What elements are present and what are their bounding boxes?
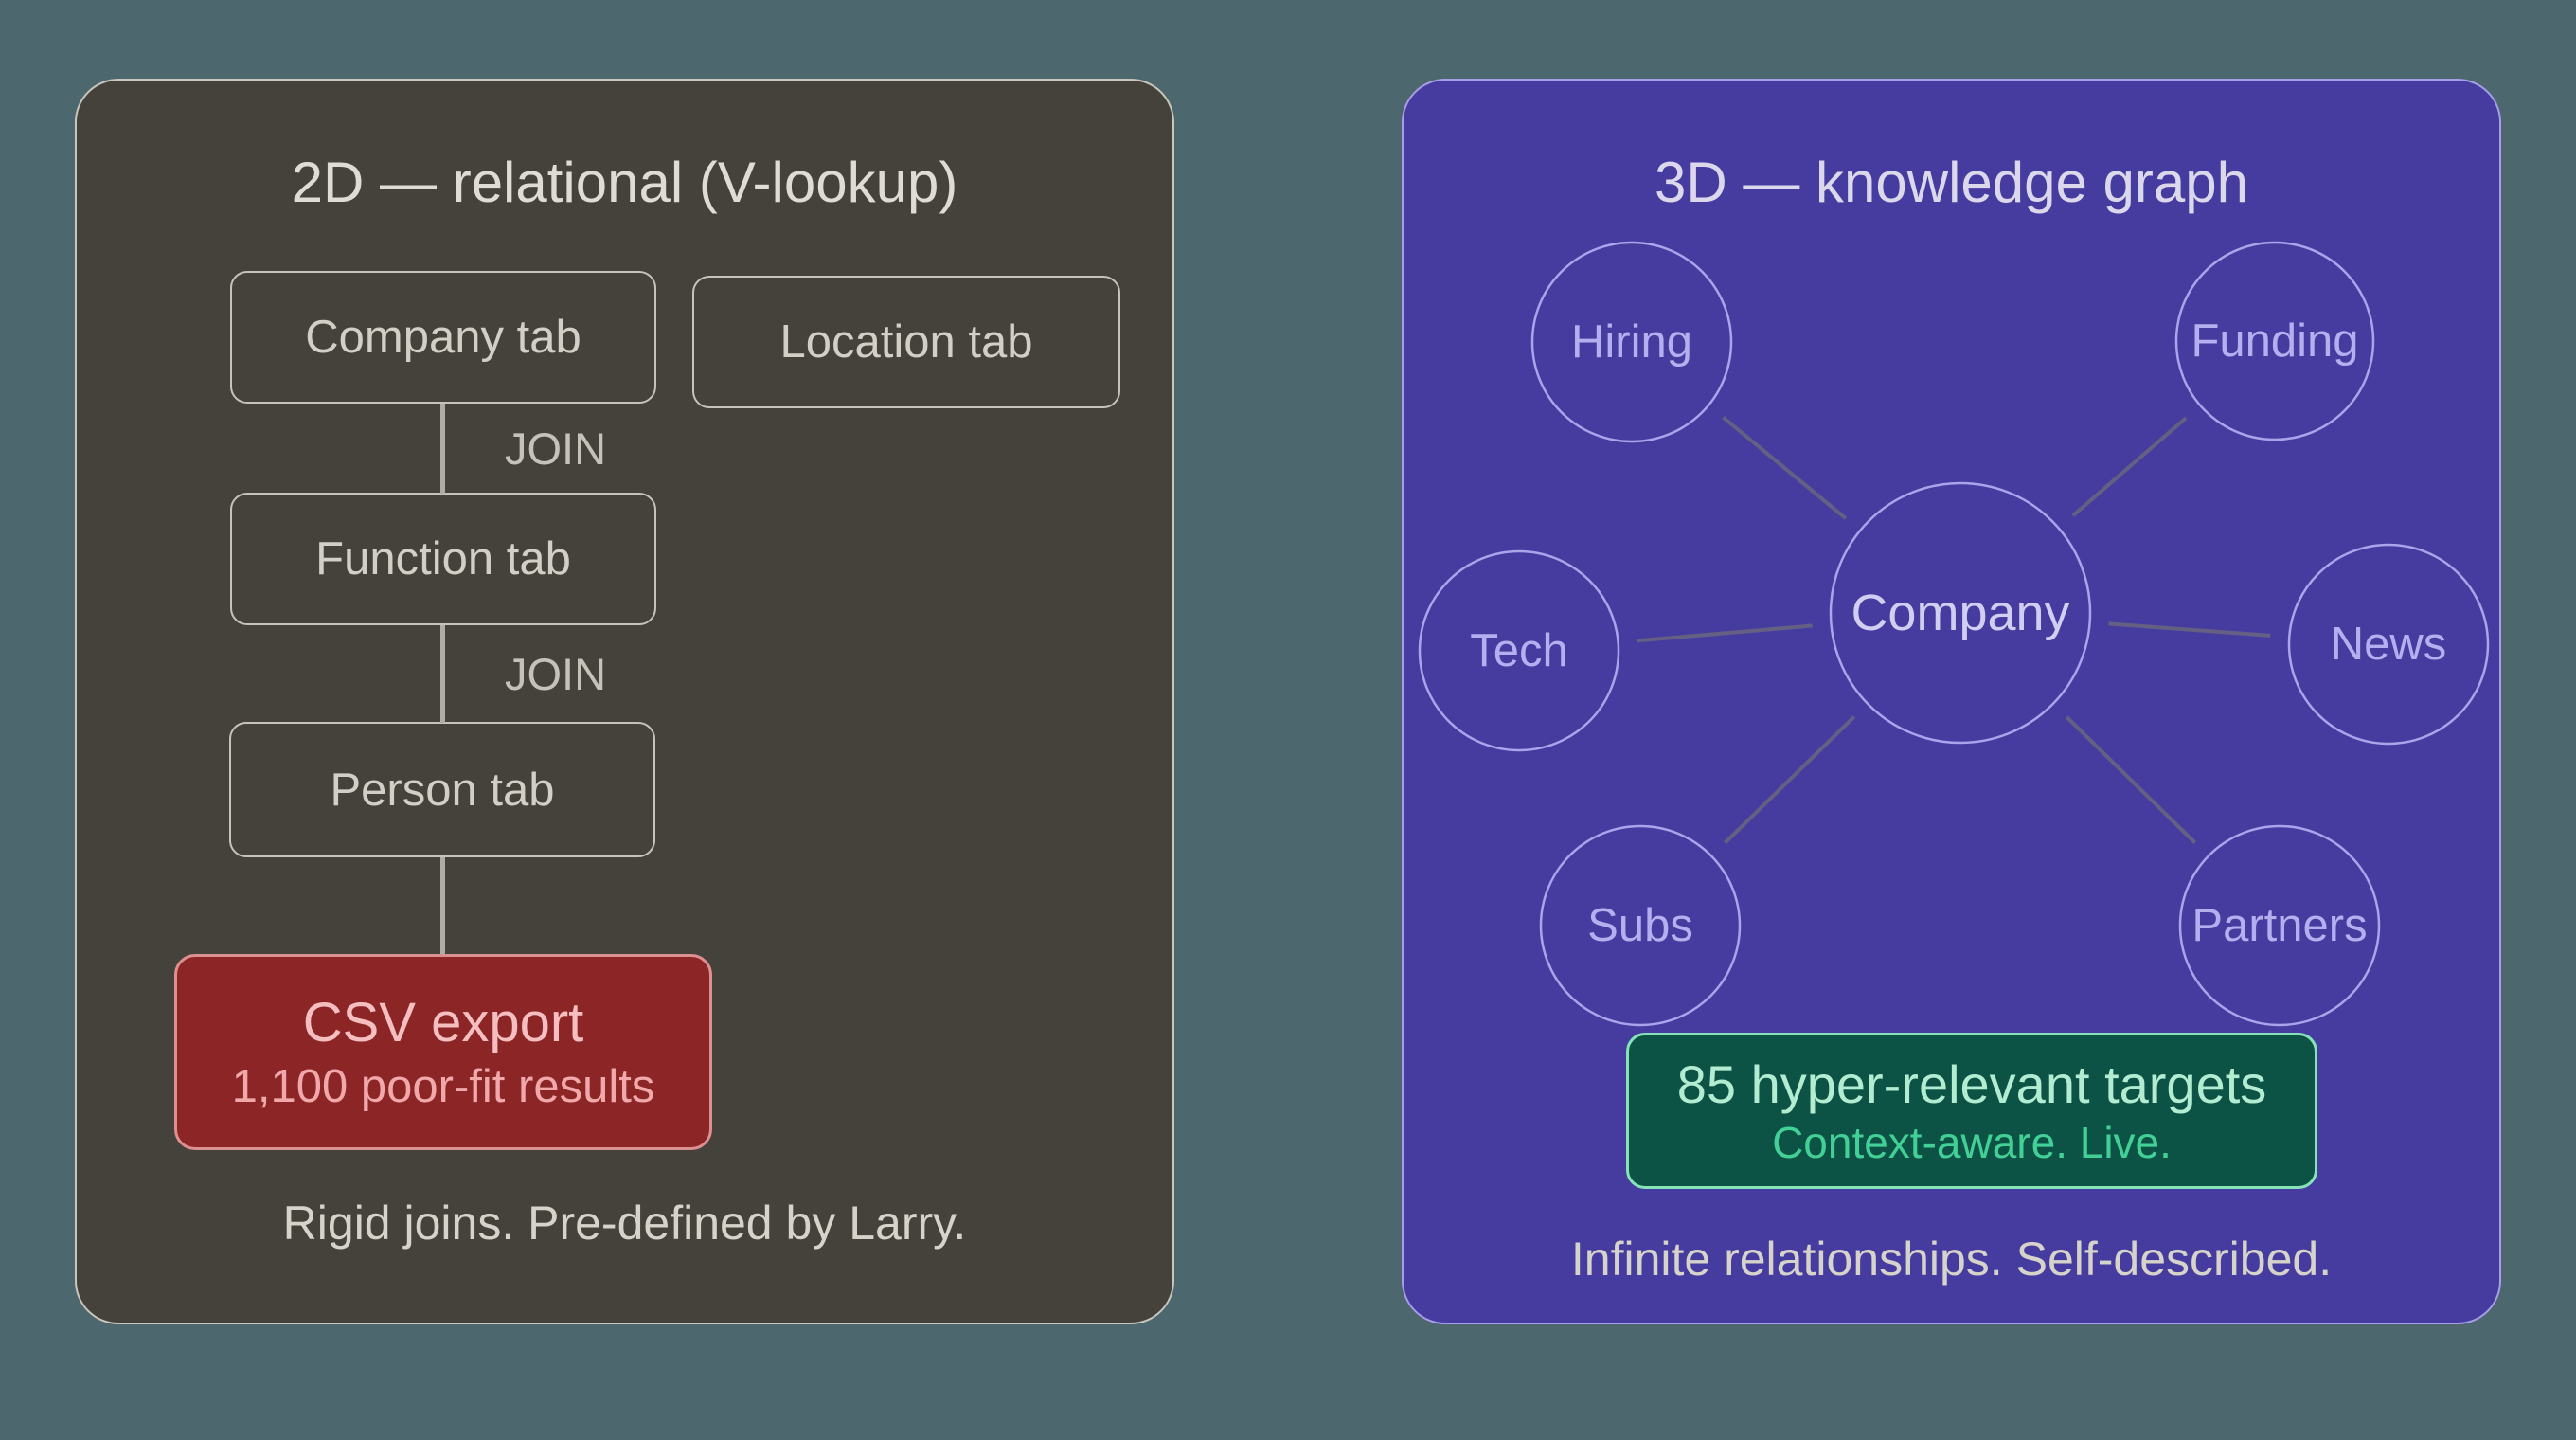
csv-export-box: CSV export 1,100 poor-fit results (174, 954, 712, 1150)
join-label: JOIN (505, 649, 607, 699)
function-tab-label: Function tab (315, 533, 571, 585)
csv-export-subtitle: 1,100 poor-fit results (231, 1060, 655, 1112)
graph-node-subs (1539, 824, 1742, 1027)
graph-node-label-partners: Partners (2191, 900, 2367, 951)
targets-result-title: 85 hyper-relevant targets (1676, 1053, 2267, 1114)
person-tab-box: Person tab (229, 722, 655, 857)
graph-edge-tech-company (1637, 623, 1813, 643)
graph-edge-subs-company (1724, 715, 1856, 845)
knowledge-graph-panel-caption: Infinite relationships. Self-described. (1570, 1233, 2333, 1286)
targets-result-box: 85 hyper-relevant targets Context-aware.… (1626, 1033, 2317, 1189)
join-label: JOIN (505, 423, 607, 474)
graph-node-hiring (1530, 241, 1733, 443)
relational-panel-title: 2D — relational (V-lookup) (291, 151, 958, 214)
graph-edge-funding-company (2071, 416, 2188, 517)
person-tab-label: Person tab (330, 764, 555, 816)
location-tab-label: Location tab (779, 316, 1033, 368)
export-connector-line (440, 857, 445, 955)
graph-edge-partners-company (2065, 715, 2197, 844)
join-connector-line (440, 625, 445, 723)
graph-node-label-funding: Funding (2191, 315, 2358, 367)
join-connector-line (440, 404, 445, 494)
relational-panel: 2D — relational (V-lookup) Company tab L… (75, 79, 1174, 1324)
graph-node-label-tech: Tech (1470, 625, 1568, 676)
graph-node-label-news: News (2331, 619, 2447, 670)
graph-node-news (2287, 543, 2490, 746)
relational-panel-caption: Rigid joins. Pre-defined by Larry. (282, 1197, 967, 1250)
knowledge-graph-panel: 3D — knowledge graph Company Hiring Fundin… (1402, 79, 2501, 1324)
location-tab-box: Location tab (692, 276, 1120, 408)
graph-node-company (1829, 481, 2092, 745)
function-tab-box: Function tab (230, 493, 656, 625)
graph-node-label-hiring: Hiring (1571, 316, 1692, 368)
graph-node-label-company: Company (1851, 585, 2069, 641)
graph-node-tech (1418, 549, 1620, 752)
graph-node-partners (2178, 824, 2381, 1027)
graph-node-label-subs: Subs (1587, 900, 1693, 951)
csv-export-title: CSV export (302, 991, 584, 1053)
knowledge-graph-panel-title: 3D — knowledge graph (1654, 151, 2249, 214)
company-tab-box: Company tab (230, 271, 656, 404)
graph-edge-news-company (2108, 621, 2271, 638)
graph-edge-hiring-company (1722, 415, 1848, 520)
targets-result-subtitle: Context-aware. Live. (1772, 1117, 2172, 1167)
company-tab-label: Company tab (305, 312, 581, 363)
graph-node-funding (2174, 241, 2375, 441)
